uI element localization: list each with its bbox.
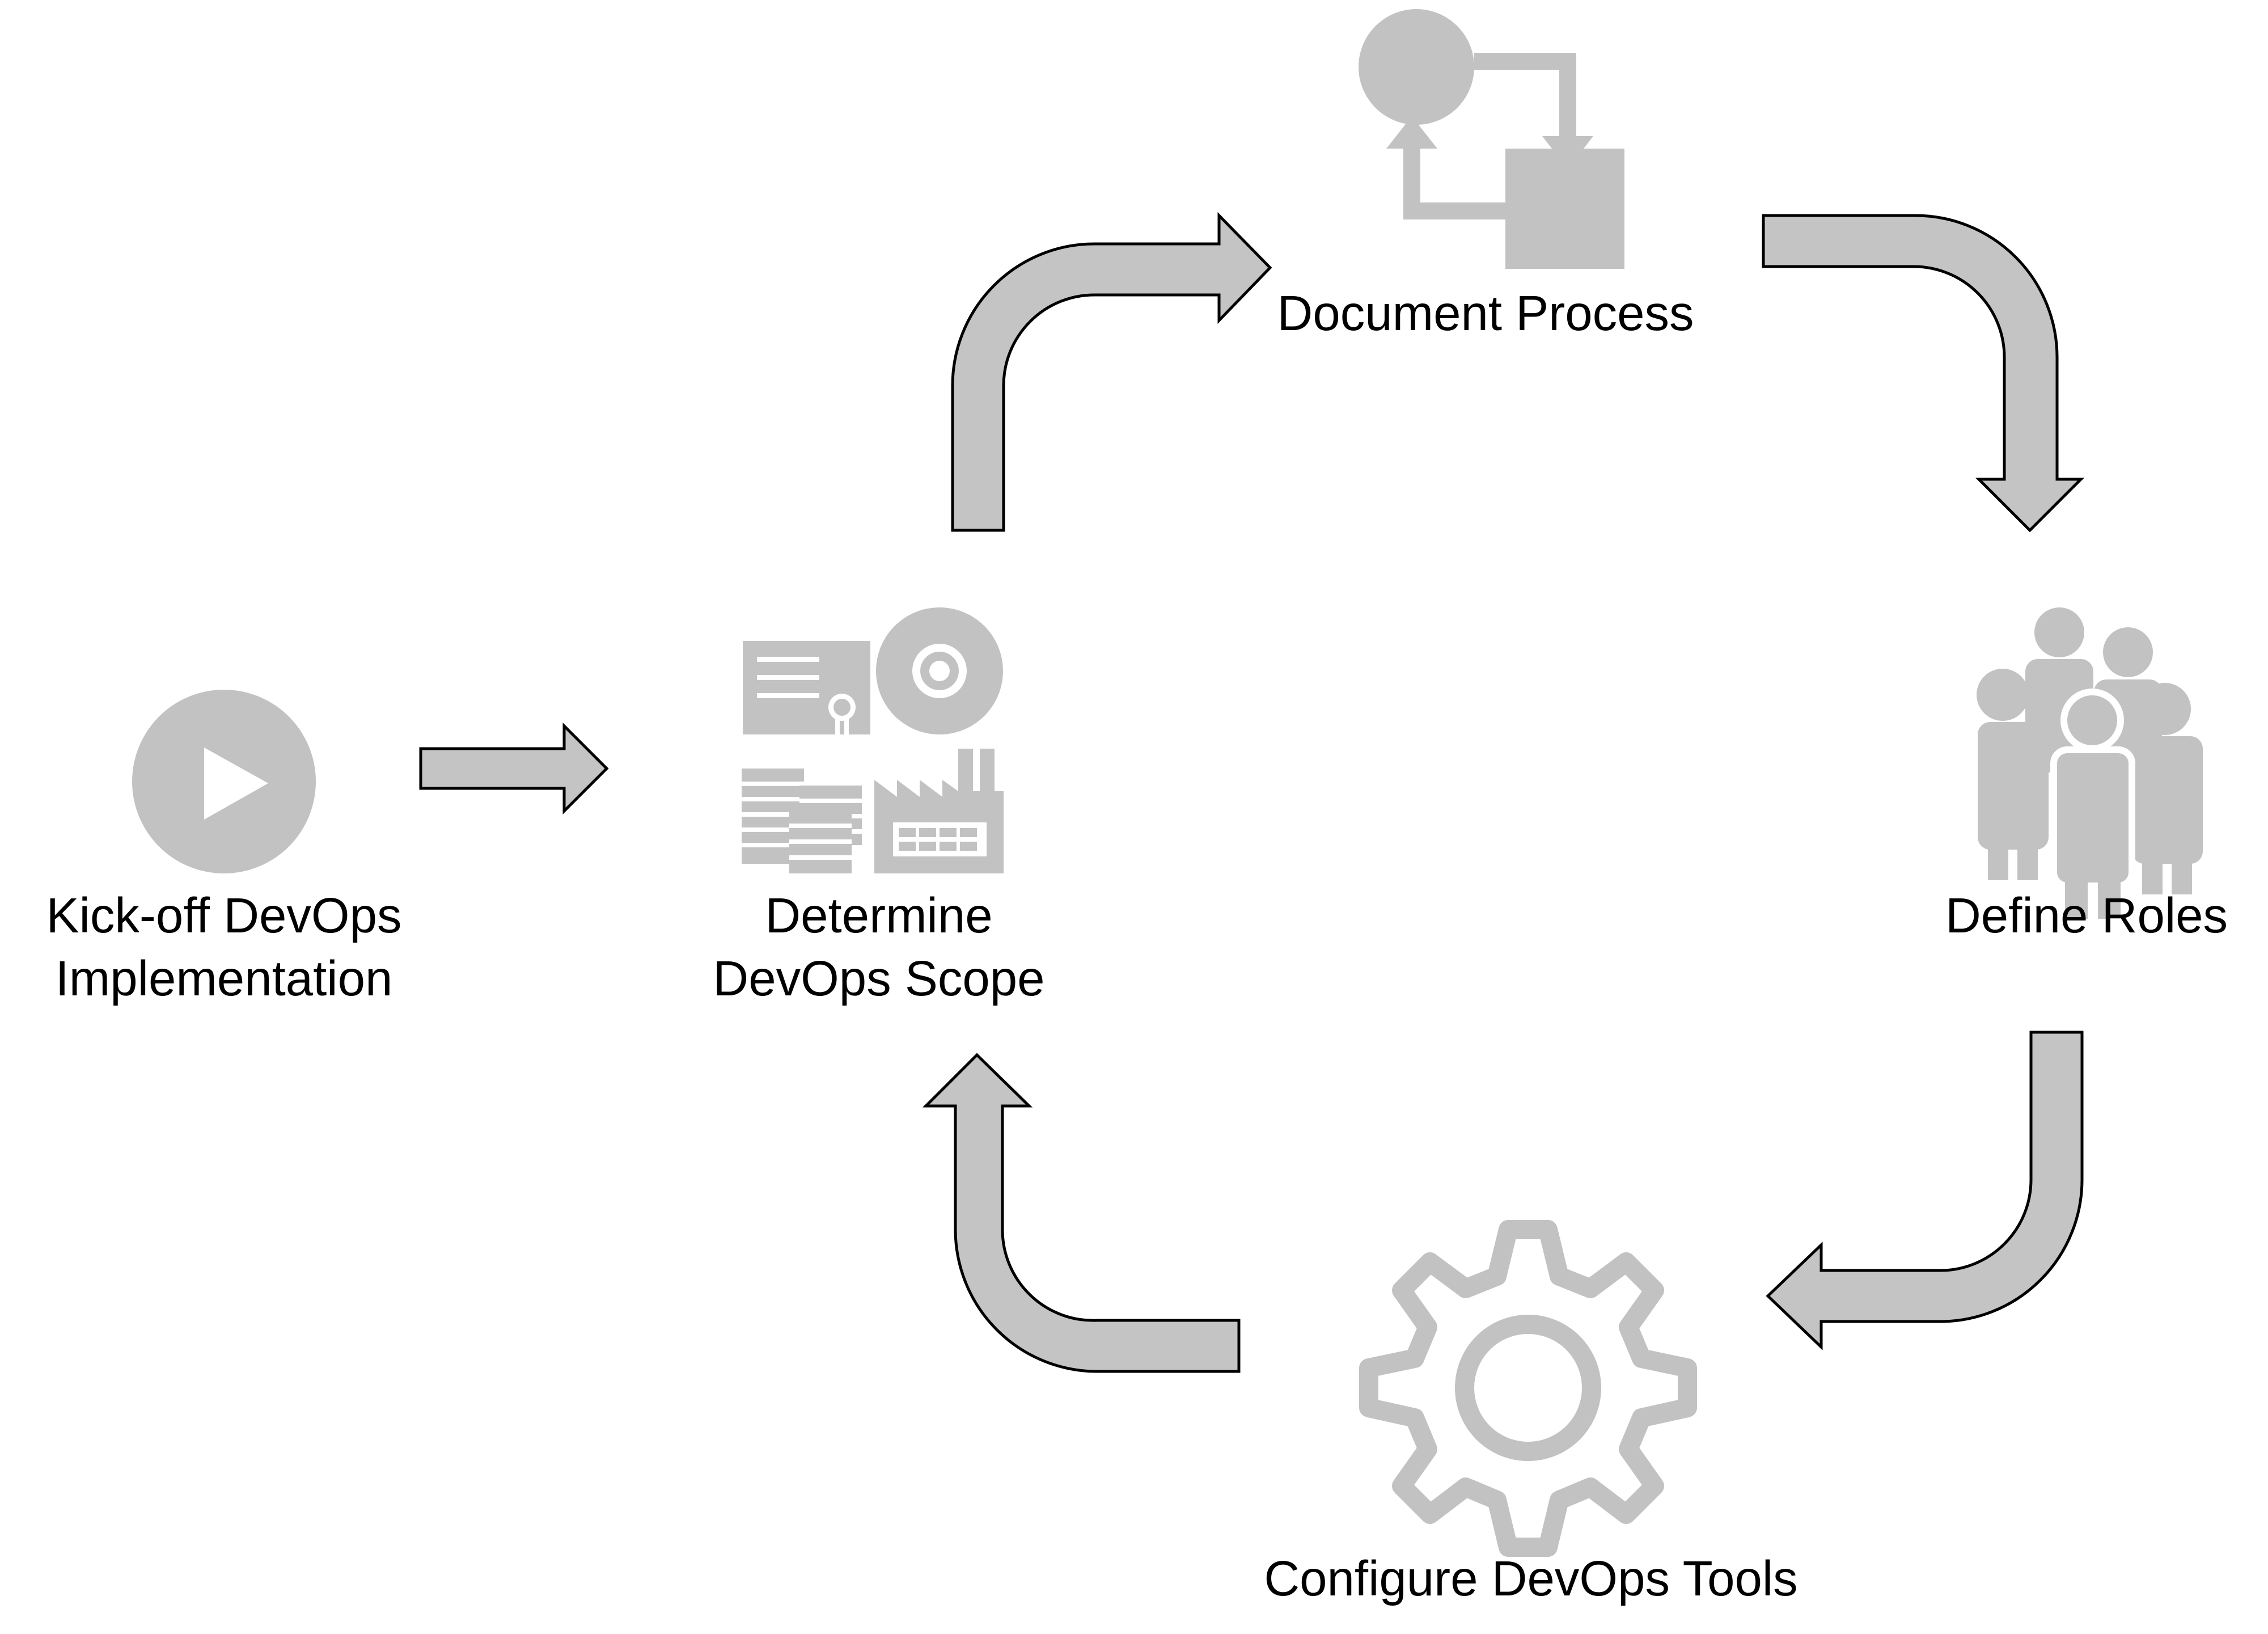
arrow-document-to-roles [1762,214,2085,533]
database-stack-icon [742,769,862,873]
arrow-scope-to-document [951,212,1272,532]
disc-icon [876,607,1003,734]
people-group-icon [1977,607,2203,919]
gear-icon [1359,1220,1697,1557]
step-label-line: Configure DevOps Tools [1264,1551,1798,1606]
step-label-tools: Configure DevOps Tools [1191,1547,1871,1610]
factory-icon [874,749,1004,873]
arrow-tools-to-scope [922,1053,1241,1373]
scope-icons [742,607,1004,873]
step-label-line: Document Process [1277,286,1694,341]
step-label-scope: Determine DevOps Scope [680,884,1077,1010]
step-label-roles: Define Roles [1911,884,2262,947]
certificate-icon [743,641,870,738]
step-label-line: Kick-off DevOps [46,888,402,943]
step-label-document: Document Process [1230,282,1741,345]
step-label-line: Determine [765,888,993,943]
step-label-kickoff: Kick-off DevOps Implementation [23,884,425,1010]
play-icon [132,690,316,873]
step-label-line: Define Roles [1945,888,2228,943]
step-label-line: Implementation [55,951,393,1006]
arrow-roles-to-tools [1766,1031,2084,1350]
step-label-line: DevOps Scope [713,951,1045,1006]
arrow-kickoff-to-scope [419,722,609,815]
process-cycle-icon [1359,9,1624,269]
